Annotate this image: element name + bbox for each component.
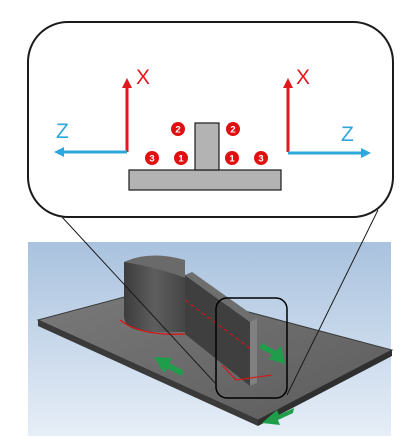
callout-frame (27, 21, 394, 218)
right-z-axis-head (361, 148, 371, 158)
web-plate-end (250, 318, 257, 386)
right-x-axis-head (283, 78, 293, 88)
weld-pass-upper-left: 2 (171, 122, 185, 136)
base-plate-edge-right (258, 350, 392, 426)
travel-arrow-left (154, 357, 184, 376)
right-axes: X Z (283, 66, 371, 158)
cylinder-weld-seam (119, 319, 186, 335)
weld-pass-lower-right-inner: 1 (225, 151, 239, 165)
weld-pass-upper-right: 2 (226, 122, 240, 136)
right-z-axis-label: Z (341, 123, 354, 146)
cross-section-web (194, 122, 220, 171)
callout-leader-right (286, 209, 379, 396)
left-x-axis-head (122, 78, 132, 88)
svg-text:2: 2 (230, 125, 235, 136)
weld-line-root (221, 364, 273, 381)
left-z-axis-label: Z (56, 120, 69, 143)
weld-pass-lower-left-outer: 3 (145, 151, 159, 165)
cross-section-flange (128, 169, 282, 191)
t-joint-model-icon (28, 242, 394, 436)
travel-arrow-bottom (262, 408, 294, 425)
svg-text:3: 3 (258, 154, 263, 165)
weld-pass-lower-right-outer: 3 (254, 151, 268, 165)
arrow-icon (154, 343, 294, 425)
web-plate-top-edge (185, 272, 257, 322)
callout-box-icon (27, 21, 394, 218)
weld-pass-lower-left-inner: 1 (174, 151, 188, 165)
web-plate-face (185, 275, 250, 386)
svg-text:1: 1 (178, 154, 184, 165)
left-x-axis-label: X (136, 66, 150, 89)
cylinder-block-front (124, 260, 185, 332)
zoom-selection-box (215, 297, 288, 399)
right-x-axis-label: X (296, 66, 310, 89)
svg-text:1: 1 (229, 154, 235, 165)
callout-leader-left (61, 216, 217, 385)
svg-text:2: 2 (175, 125, 180, 136)
travel-arrow-right (259, 343, 285, 364)
left-z-axis-head (54, 147, 64, 157)
cross-section-icon (128, 122, 282, 191)
cylinder-block-top (124, 255, 185, 278)
base-plate-edge (38, 320, 258, 426)
svg-text:3: 3 (149, 154, 154, 165)
left-axes: X Z (54, 66, 150, 157)
